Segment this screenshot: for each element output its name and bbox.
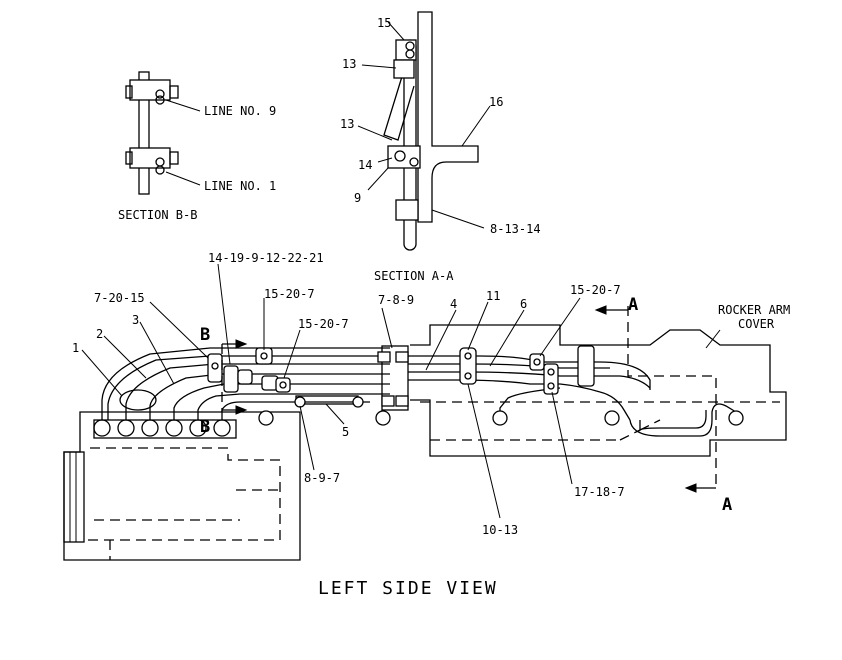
rocker-arm-label: ROCKER ARM (718, 303, 790, 317)
callout-15-20-7-mid: 15-20-7 (298, 317, 349, 331)
callout-8-9-7: 8-9-7 (304, 471, 340, 485)
section-b-cut-line (221, 339, 248, 415)
cover-label: COVER (738, 317, 775, 331)
section-b-marker-bottom: B (200, 417, 210, 437)
callout-5: 5 (342, 425, 349, 439)
engine-block-right (410, 324, 787, 457)
callout-8-13-14: 8-13-14 (490, 222, 541, 236)
callout-13-aa-top: 13 (342, 57, 356, 71)
callout-7-20-15: 7-20-15 (94, 291, 145, 305)
line-no-9-label: LINE NO. 9 (204, 104, 276, 118)
fuel-line-bundle-right (408, 345, 744, 437)
line-no-1-label: LINE NO. 1 (204, 179, 276, 193)
view-title: LEFT SIDE VIEW (318, 578, 498, 599)
callout-2: 2 (96, 327, 103, 341)
leader-lines (81, 263, 721, 519)
callout-7-8-9: 7-8-9 (378, 293, 414, 307)
center-bracket (377, 345, 409, 411)
callout-3: 3 (132, 313, 139, 327)
callout-15-20-7-right: 15-20-7 (570, 283, 621, 297)
callout-4: 4 (450, 297, 457, 311)
callout-6: 6 (520, 297, 527, 311)
callout-17-18-7: 17-18-7 (574, 485, 625, 499)
section-a-marker-bottom: A (722, 495, 732, 515)
section-b-marker-top: B (200, 325, 210, 345)
section-bb-title: SECTION B-B (118, 208, 197, 222)
section-a-cut-line (594, 305, 717, 493)
callout-15-aa: 15 (377, 16, 391, 30)
callout-11: 11 (486, 289, 500, 303)
callout-9-aa: 9 (354, 191, 361, 205)
section-aa-title: SECTION A-A (374, 269, 454, 283)
bundle-clamps (207, 347, 364, 408)
section-a-marker-top: A (628, 295, 638, 315)
callout-15-20-7-left: 15-20-7 (264, 287, 315, 301)
callout-10-13: 10-13 (482, 523, 518, 537)
callout-16: 16 (489, 95, 503, 109)
engine-block-left (63, 411, 301, 561)
callout-13-aa-mid: 13 (340, 117, 354, 131)
callout-14-19-9-12-22-21: 14-19-9-12-22-21 (208, 251, 324, 265)
fuel-line-bundle-left (101, 347, 390, 420)
section-aa-drawing (357, 11, 491, 251)
callout-14-aa: 14 (358, 158, 372, 172)
callout-1: 1 (72, 341, 79, 355)
section-bb-drawing (125, 71, 201, 195)
